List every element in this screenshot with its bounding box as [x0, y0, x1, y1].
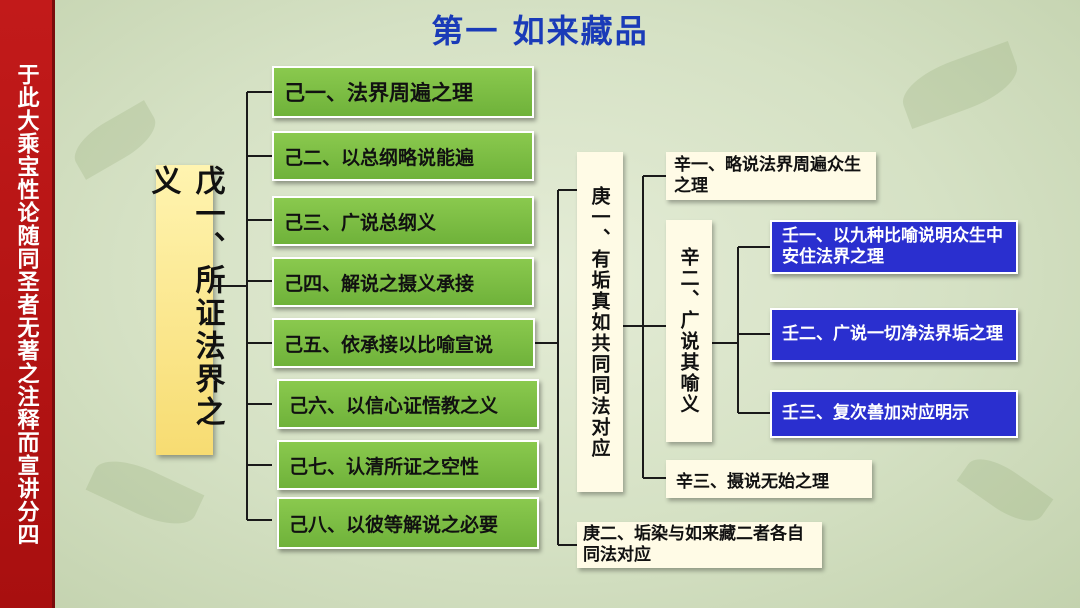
- ji-node-label: 己四、解说之摄义承接: [284, 272, 475, 295]
- ji-node-1: 己一、法界周遍之理: [272, 66, 534, 118]
- xin-node-1: 辛一、略说法界周遍众生之理: [666, 152, 876, 200]
- xin-node-3: 辛三、摄说无始之理: [666, 460, 872, 498]
- root-node: 戊一、所证法界之义: [146, 165, 225, 455]
- ji-node-label: 己六、以信心证悟教之义: [289, 394, 499, 417]
- ren-node-1: 壬一、以九种比喻说明众生中安住法界之理: [770, 220, 1018, 274]
- xin-node-label: 辛二、广说其喻义: [677, 247, 700, 415]
- ji-node-label: 己八、以彼等解说之必要: [289, 513, 499, 536]
- page-title: 第一 如来藏品: [431, 12, 649, 50]
- geng-node-label: 庚一、有垢真如共同同法对应: [588, 185, 611, 459]
- geng-node-1: 庚一、有垢真如共同同法对应: [577, 152, 623, 492]
- ji-node-label: 己七、认清所证之空性: [289, 455, 480, 478]
- ji-node-4: 己四、解说之摄义承接: [272, 257, 534, 307]
- ji-node-label: 己五、依承接以比喻宣说: [284, 333, 494, 356]
- ren-node-2: 壬二、广说一切净法界垢之理: [770, 308, 1018, 362]
- ren-node-label: 壬二、广说一切净法界垢之理: [782, 324, 1003, 345]
- side-banner: 于此大乘宝性论随同圣者无著之注释而宣讲分四: [0, 0, 55, 608]
- ji-node-5: 己五、依承接以比喻宣说: [272, 318, 535, 368]
- geng-node-2: 庚二、垢染与如来藏二者各自同法对应: [577, 522, 822, 568]
- ji-node-2: 己二、以总纲略说能遍: [272, 131, 534, 181]
- ji-node-label: 己一、法界周遍之理: [284, 81, 473, 105]
- ren-node-3: 壬三、复次善加对应明示: [770, 390, 1018, 438]
- ji-node-8: 己八、以彼等解说之必要: [277, 497, 539, 549]
- ji-node-label: 己二、以总纲略说能遍: [284, 146, 475, 169]
- ji-node-7: 己七、认清所证之空性: [277, 440, 539, 490]
- ren-node-label: 壬一、以九种比喻说明众生中安住法界之理: [782, 225, 1003, 267]
- side-banner-text: 于此大乘宝性论随同圣者无著之注释而宣讲分四: [13, 62, 39, 546]
- xin-node-2: 辛二、广说其喻义: [666, 220, 712, 442]
- xin-node-label: 辛一、略说法界周遍众生之理: [674, 154, 861, 196]
- ji-node-label: 己三、广说总纲义: [284, 211, 437, 234]
- ji-node-6: 己六、以信心证悟教之义: [277, 379, 539, 429]
- xin-node-label: 辛三、摄说无始之理: [676, 471, 829, 492]
- geng-node-label: 庚二、垢染与如来藏二者各自同法对应: [583, 523, 804, 565]
- root-node-label: 戊一、所证法界之义: [145, 165, 225, 429]
- ji-node-3: 己三、广说总纲义: [272, 196, 534, 246]
- ren-node-label: 壬三、复次善加对应明示: [782, 403, 969, 424]
